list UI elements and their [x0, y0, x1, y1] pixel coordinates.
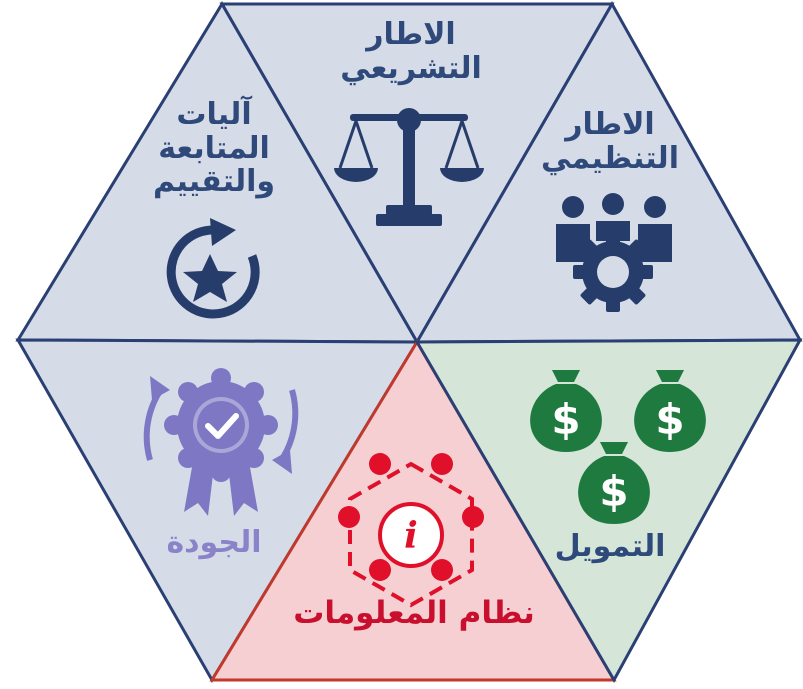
- money-bags-icon: $ $ $: [530, 370, 706, 524]
- label-legislative: الاطار التشريعي: [340, 18, 482, 85]
- label-information-text: نظام المعلومات: [293, 595, 535, 631]
- label-monitoring: آليات المتابعة والتقييم: [153, 98, 275, 199]
- label-legislative-line2: التشريعي: [340, 50, 482, 86]
- team-gear-icon: [556, 193, 672, 312]
- svg-text:$: $: [599, 467, 628, 516]
- svg-text:$: $: [551, 395, 580, 444]
- label-funding-text: التمويل: [554, 529, 666, 564]
- star-cycle-icon: [166, 218, 260, 319]
- label-information: نظام المعلومات: [293, 596, 535, 631]
- scales-icon: [334, 108, 484, 226]
- label-organizational: الاطار التنظيمي: [541, 108, 679, 175]
- quality-badge-icon: [143, 368, 299, 516]
- label-monitoring-line3: والتقييم: [152, 164, 276, 200]
- label-quality: الجودة: [166, 526, 261, 560]
- svg-text:$: $: [655, 395, 684, 444]
- label-organizational-line1: الاطار: [565, 107, 655, 142]
- label-funding: التمويل: [555, 530, 666, 564]
- label-legislative-line1: الاطار: [366, 17, 456, 52]
- info-network-icon: i: [338, 453, 484, 608]
- label-monitoring-line1: آليات: [176, 97, 252, 132]
- label-monitoring-line2: المتابعة: [158, 130, 270, 166]
- label-organizational-line2: التنظيمي: [541, 140, 679, 176]
- label-quality-text: الجودة: [166, 525, 262, 560]
- svg-text:i: i: [404, 515, 418, 557]
